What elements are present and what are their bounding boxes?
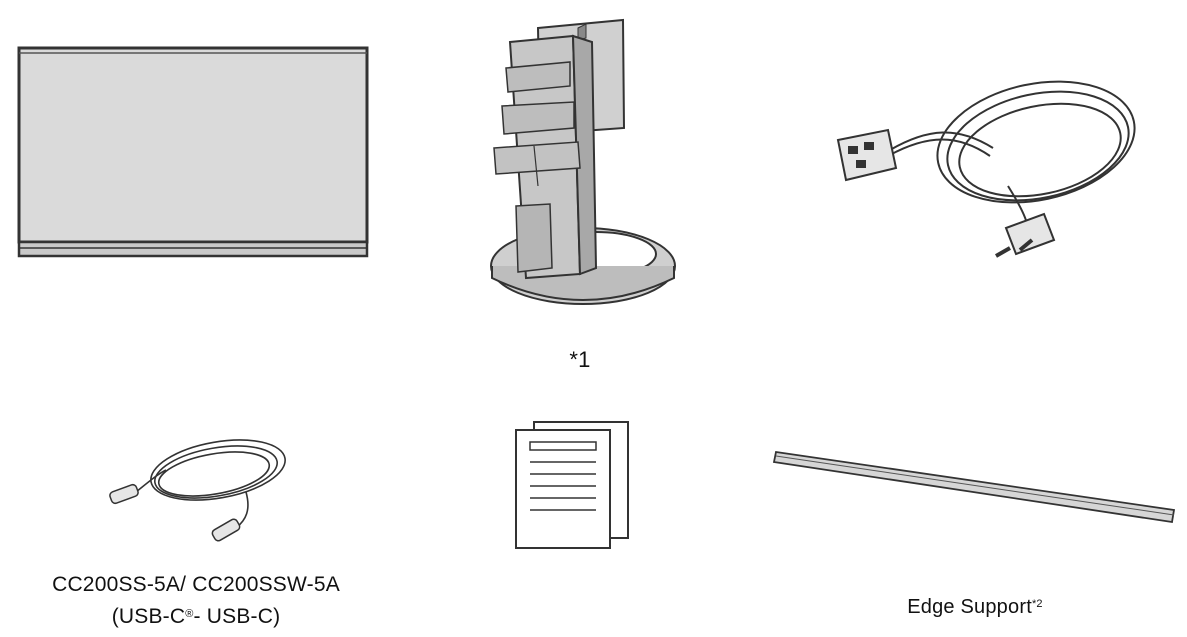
usb-cable-label-part-a: (USB-C [111,605,186,628]
power-cord-illustration [818,68,1138,268]
stand-footnote: *1 [569,347,591,372]
manual-illustration [510,418,634,552]
monitor-illustration [16,44,372,262]
edge-support-illustration [770,440,1180,530]
registered-mark: ® [185,608,194,620]
usb-cable-label-line2: (USB-C®- USB-C) [0,602,392,632]
usb-cable-label-line1: CC200SS-5A/ CC200SSW-5A [52,573,340,596]
edge-support-footnote: *2 [1031,598,1043,610]
usb-cable-illustration [96,430,296,550]
stand-illustration [488,16,676,306]
usb-cable-label-part-b: - USB-C) [193,605,281,628]
edge-support-text: Edge Support [907,596,1032,618]
edge-support-label: Edge Support*2 [820,592,1130,622]
